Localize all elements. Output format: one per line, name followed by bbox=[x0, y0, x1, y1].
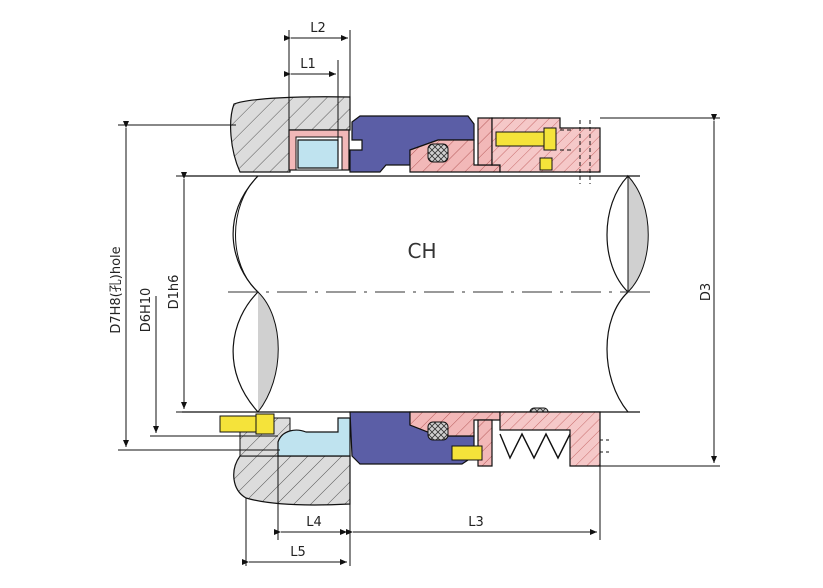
shaft: CH bbox=[182, 174, 650, 413]
spring-bottom bbox=[499, 432, 571, 460]
dim-L5: L5 bbox=[290, 545, 306, 560]
dim-L3: L3 bbox=[468, 515, 484, 530]
set-screw-bottom bbox=[451, 445, 483, 461]
dim-L1: L1 bbox=[300, 57, 316, 72]
center-label: CH bbox=[407, 239, 436, 263]
rubber-boot-bottom bbox=[277, 417, 351, 457]
bottom-seal-section bbox=[219, 407, 612, 506]
dimensions: L2 L1 D7H8(孔)hole D6H10 D1h6 D3 L4 L3 bbox=[109, 21, 720, 566]
shaft-break-left bbox=[232, 175, 259, 413]
shaft-break-right-shade bbox=[627, 174, 649, 294]
pin-bottom bbox=[219, 415, 261, 433]
spring-coil-top bbox=[560, 120, 591, 184]
spring-holder-top bbox=[477, 117, 493, 166]
dim-D1: D1h6 bbox=[167, 275, 182, 310]
shaft-break-right bbox=[606, 175, 629, 413]
dim-D7: D7H8(孔)hole bbox=[109, 246, 124, 333]
dim-L4: L4 bbox=[306, 515, 322, 530]
set-screw-top bbox=[495, 131, 545, 147]
rubber-boot-top bbox=[297, 139, 339, 169]
housing-top bbox=[230, 96, 351, 173]
dim-D3: D3 bbox=[699, 283, 714, 301]
spring-housing-bottom bbox=[499, 411, 601, 467]
seat-ring-top bbox=[349, 115, 475, 173]
o-ring-top bbox=[427, 143, 449, 163]
shaft-break-left-shade bbox=[257, 291, 279, 413]
dim-D6: D6H10 bbox=[139, 288, 154, 333]
top-seal-section bbox=[230, 96, 601, 184]
housing-bottom bbox=[233, 455, 351, 506]
dim-L2: L2 bbox=[310, 21, 326, 36]
o-ring-bottom bbox=[427, 421, 449, 441]
